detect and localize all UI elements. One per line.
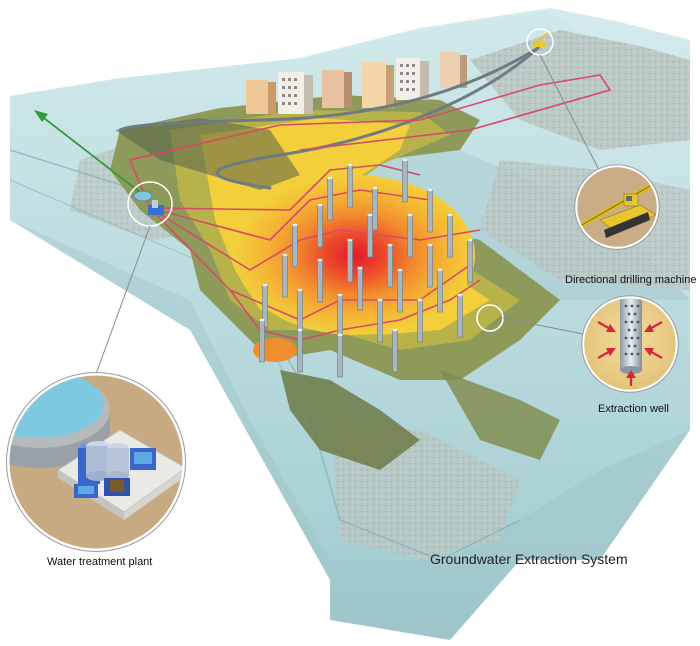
drilling-machine-label: Directional drilling machine (565, 274, 697, 286)
building-icon (322, 70, 352, 108)
well-cap (347, 163, 353, 167)
leader-lines (95, 54, 601, 375)
well-cap (262, 283, 268, 287)
extraction-well-pipe (297, 329, 303, 373)
well-cap (337, 293, 343, 297)
extraction-well-pipe (259, 319, 265, 363)
extraction-well-pipe (402, 159, 408, 203)
building-icon (440, 52, 467, 88)
building-icon (396, 58, 429, 100)
extraction-wells (259, 158, 473, 378)
extraction-well-pipe (337, 294, 343, 338)
extraction-well-label: Extraction well (598, 403, 669, 415)
collection-pipes (128, 74, 612, 341)
well-cap (357, 266, 363, 270)
extraction-well-pipe (392, 329, 398, 373)
diagram-title: Groundwater Extraction System (430, 551, 628, 567)
inflow-arrow-icon (597, 321, 663, 386)
well-cap (327, 176, 333, 180)
well-cap (437, 268, 443, 272)
extraction-well-pipe (297, 289, 303, 333)
well-screen-icon (620, 297, 642, 374)
well-cap (392, 328, 398, 332)
well-cap (447, 213, 453, 217)
extraction-well-pipe (387, 244, 393, 288)
treatment-plant-label: Water treatment plant (47, 556, 153, 568)
building-icon (278, 72, 313, 114)
well-cap (282, 253, 288, 257)
extraction-well-pipe (317, 259, 323, 303)
extraction-well-pipe (427, 244, 433, 288)
well-cap (427, 243, 433, 247)
extraction-well-pipe (467, 239, 473, 283)
building-icon (362, 62, 394, 108)
buildings (246, 52, 467, 114)
well-cap (292, 223, 298, 227)
well-cap (259, 318, 265, 322)
extraction-well-magnifier (581, 295, 679, 393)
well-cap (367, 213, 373, 217)
extraction-well-pipe (347, 164, 353, 208)
well-cap (317, 258, 323, 262)
well-cap (397, 268, 403, 272)
extraction-well-pipe (407, 214, 413, 258)
extraction-well-pipe (437, 269, 443, 313)
extraction-well-pipe (347, 239, 353, 283)
well-cap (337, 333, 343, 337)
well-cap (347, 238, 353, 242)
well-cap (402, 158, 408, 162)
well-cap (297, 288, 303, 292)
extraction-well-pipe (372, 187, 378, 231)
well-cap (457, 293, 463, 297)
extraction-well-pipe (367, 214, 373, 258)
extraction-well-pipe (282, 254, 288, 298)
treatment-plant-magnifier (6, 372, 186, 552)
drilling-rig-icon (577, 183, 657, 238)
well-cap (297, 328, 303, 332)
directional-bores (118, 46, 540, 190)
treatment-plant-icon (74, 441, 156, 498)
extraction-well-pipe (457, 294, 463, 338)
discharge-arrow (34, 110, 151, 201)
well-cap (317, 203, 323, 207)
extraction-well-pipe (417, 299, 423, 343)
extraction-well-pipe (447, 214, 453, 258)
well-cap (427, 188, 433, 192)
extraction-well-pipe (397, 269, 403, 313)
extraction-well-pipe (357, 267, 363, 311)
building-icon (246, 80, 276, 114)
well-cap (387, 243, 393, 247)
extraction-well-pipe (317, 204, 323, 248)
well-cap (407, 213, 413, 217)
extraction-well-pipe (327, 177, 333, 221)
drilling-machine-magnifier (574, 164, 660, 250)
extraction-well-pipe (427, 189, 433, 233)
extraction-well-pipe (337, 334, 343, 378)
well-cap (372, 186, 378, 190)
well-cap (377, 298, 383, 302)
extraction-well-pipe (292, 224, 298, 268)
extraction-well-pipe (377, 299, 383, 343)
well-cap (417, 298, 423, 302)
well-cap (467, 238, 473, 242)
